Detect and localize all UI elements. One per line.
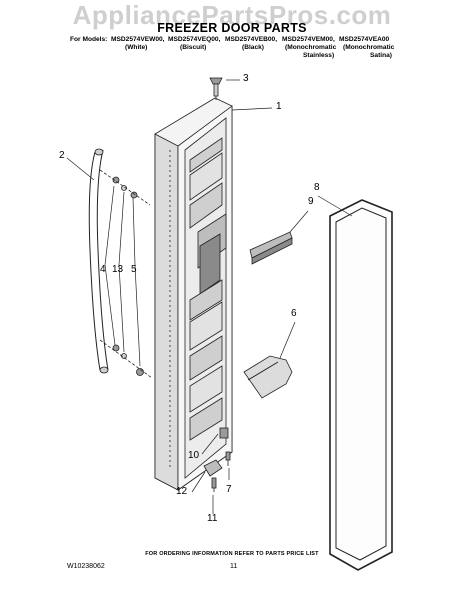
callout-11: 11 (207, 513, 218, 524)
callout-9: 9 (308, 196, 314, 207)
model-color: (Biscuit) (180, 44, 207, 51)
document-number: W10238062 (67, 563, 105, 570)
model-number: MSD2574VEM00, (282, 36, 335, 43)
callout-12: 12 (176, 486, 188, 497)
callout-5: 5 (131, 264, 137, 275)
model-color: (Monochromatic (343, 44, 395, 51)
page-title: FREEZER DOOR PARTS (157, 21, 307, 35)
model-color: (Black) (242, 44, 264, 51)
freezer-door (154, 97, 233, 491)
trim-piece (249, 231, 293, 265)
model-color: (White) (125, 44, 148, 51)
callout-3: 3 (243, 73, 249, 84)
callout-4: 4 (100, 264, 106, 275)
leader-lines (66, 79, 353, 514)
models-prefix: For Models: (70, 36, 108, 43)
door-handle (88, 148, 109, 374)
callout-2: 2 (59, 150, 65, 161)
lower-hinge-parts (203, 427, 231, 492)
model-number: MSD2574VEB00, (225, 36, 278, 43)
model-color: Stainless) (303, 52, 335, 59)
handle-fasteners (99, 169, 153, 379)
model-number: MSD2574VEW00, (111, 36, 165, 43)
callout-7: 7 (226, 484, 232, 495)
callout-13: 13 (112, 264, 124, 275)
callout-8: 8 (314, 182, 320, 193)
model-color: Satina) (370, 52, 392, 59)
model-list: For Models: MSD2574VEW00, MSD2574VEQ00, … (70, 36, 394, 148)
top-screw (209, 77, 223, 100)
model-color: (Monochromatic (285, 44, 337, 51)
callout-1: 1 (276, 101, 282, 112)
bin-bracket (243, 355, 293, 399)
door-gasket (329, 199, 393, 571)
model-number: MSD2574VEA00 (339, 36, 390, 43)
ordering-note: FOR ORDERING INFORMATION REFER TO PARTS … (145, 551, 319, 557)
watermark-text: AppliancePartsPros.com (72, 0, 392, 30)
callout-6: 6 (291, 308, 297, 319)
page-number: 11 (230, 563, 238, 570)
callout-10: 10 (188, 450, 200, 461)
model-number: MSD2574VEQ00, (168, 36, 221, 43)
